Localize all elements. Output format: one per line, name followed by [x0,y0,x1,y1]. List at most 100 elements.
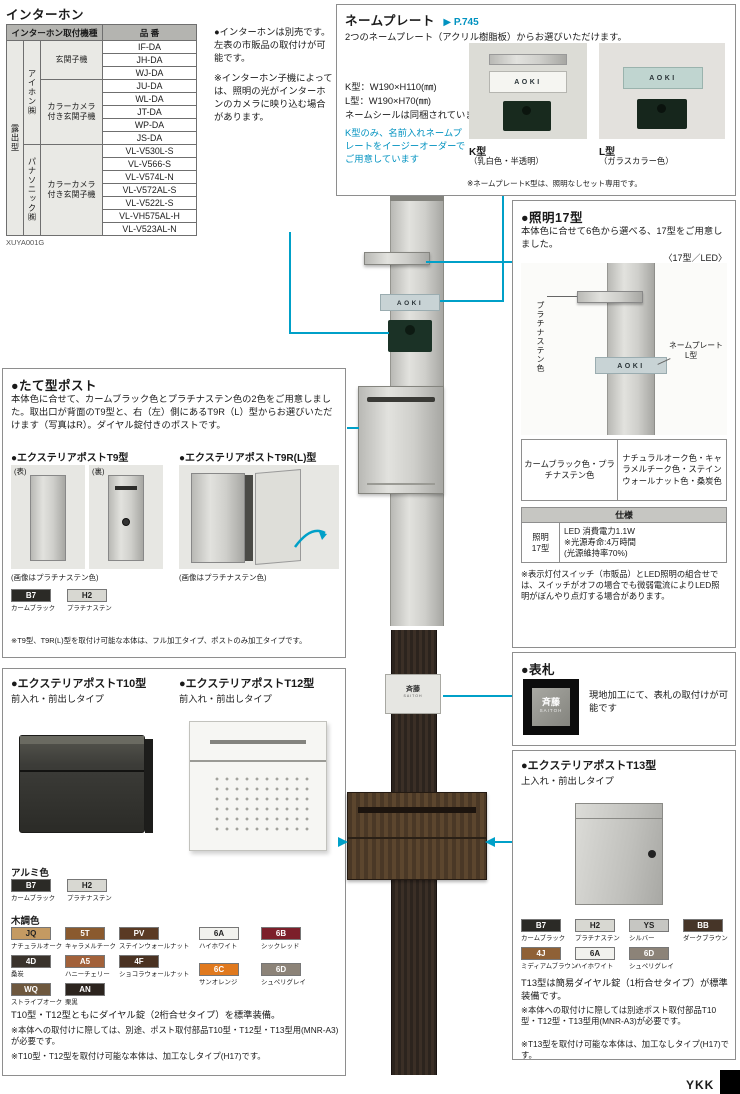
type-cell-door: 玄関子機 [40,40,103,80]
color-code: AN [65,983,105,996]
t10-subtitle: 前入れ・前出しタイプ [11,694,104,704]
color-code: B7 [11,589,51,602]
intercom-unit [503,101,551,131]
connector-arrow-right-icon [338,837,348,847]
model-cell: VL-V530L-S [102,144,197,158]
model-cell: JT-DA [102,105,197,119]
color-chip: H2 プラチナステン [67,879,121,902]
pillar [607,263,655,435]
t13-note-1: ※本体への取付けに際しては別途ポスト取付部品T10型・T12型・T13型用(MN… [521,1005,717,1027]
l-type-sublabel: （ガラスカラー色） [599,156,674,166]
model-cell: VL-V523AL-N [102,222,197,236]
mail-slot [115,486,137,490]
color-chip: AN 栗黒 [65,983,119,1006]
color-label: カームブラック [11,605,56,612]
spec-line: ※光源寿命:4万時間 [564,537,636,548]
t9r-photo [179,465,339,569]
lighting-color-table: カームブラック色・プラチナステン色 ナチュラルオーク色・キャラメルチーク色・ステ… [521,439,727,501]
color-code: PV [119,927,159,940]
t10-note-1: ※本体への取付けに際しては、別途、ポスト取付部品T10型・T12型・T13型用(… [11,1025,339,1047]
lid-top [20,736,144,744]
nameplate-size-l: L型：W190×H70(㎜) [345,96,432,106]
connector-line-hyosatsu [443,695,512,697]
t10-side-face [145,739,153,833]
mail-slot [210,740,306,744]
color-label: ナチュラルオーク [11,943,63,950]
t13-lock-note: T13型は簡易ダイヤル錠（1桁合せタイプ）が標準装備です。 [521,978,728,1002]
type-cell-camera: カラーカメラ付き玄関子機 [40,144,103,236]
intercom-header-model: インターホン取付機種 [6,24,103,41]
color-chip: 4J ミディアムブラウン [521,947,577,970]
k-type-label: K型 [469,147,487,158]
color-label: ショコラウォールナット [119,971,190,978]
color-code: 6A [199,927,239,940]
lighting-section: ●照明17型 本体色に合せて6色から選べる、17型をご用意しました。 〈17型／… [512,200,736,648]
color-code: JQ [11,927,51,940]
color-code: H2 [67,879,107,892]
color-code: 6D [629,947,669,960]
color-label: ハニーチェリー [65,971,110,978]
k-type-sublabel: （乳白色・半透明） [469,156,544,166]
model-cell: WP-DA [102,118,197,132]
lighting-variant-label: 〈17型／LED〉 [663,253,727,263]
connector-line-t13 [495,841,512,843]
spec-row-value: LED 消費電力1.1W ※光源寿命:4万時間 (光源維持率70%) [560,523,726,562]
mail-slot [358,807,476,813]
model-cell: JH-DA [102,53,197,67]
pillar-post-module [358,386,444,494]
color-label: ダークブラウン [683,935,728,942]
lid-seam [20,770,144,772]
hyosatsu-name: 斉藤 [406,686,420,693]
t10-note-2: ※T10型・T12型を取付け可能な本体は、加工なしタイプ(H17)です。 [11,1051,266,1061]
color-group-wood: ナチュラルオーク色・キャラメルチーク色・ステインウォールナット色・桑炭色 [622,453,722,486]
callout-platinum-stain: プラチナステン色 [536,301,545,373]
alumi-color-label: アルミ色 [11,868,49,879]
lid-seam [576,818,662,819]
model-cell: VL-V566-S [102,157,197,171]
color-code: 6B [261,927,301,940]
page-ref-link[interactable]: ▶ P.745 [443,17,479,28]
intercom-unit [637,99,687,129]
color-chip: 6B シックレッド [261,927,315,950]
callout-nameplate-l: ネームプレート L型 [669,341,723,360]
connector-line-intercom [289,232,291,334]
t10-title: ●エクステリアポストT10型 [11,678,147,690]
callout-line [547,296,577,297]
l-type-label: L型 [599,147,616,158]
connector-line-vertical-post [347,427,359,429]
t13-photo [553,795,683,913]
color-chip: YS シルバー [629,919,683,942]
color-label: プラチナステン [67,895,112,902]
front-label: (表) [14,467,27,476]
light-bar [489,54,567,65]
t9-back-photo: (裏) [89,465,163,569]
color-chip: 6A ハイホワイト [199,927,253,950]
color-code: A5 [65,955,105,968]
connector-line-nameplate [502,196,504,302]
model-cell: VL-V572AL-S [102,183,197,197]
pillar-wood-post-module [347,792,487,880]
nameplate-section: ネームプレート ▶ P.745 2つのネームプレート（アクリル樹脂板）からお選び… [336,4,736,196]
model-cell: VL-V522L-S [102,196,197,210]
module-seam [367,483,435,485]
color-chip: 5T キャラメルチーク [65,927,119,950]
l-nameplate-sample: AOKI [623,67,703,89]
color-code: BB [683,919,723,932]
intercom-title: インターホン [6,8,85,22]
color-label: 栗黒 [65,999,78,1006]
spec-line: LED 消費電力1.1W [564,526,635,536]
color-chip: A5 ハニーチェリー [65,955,119,978]
t9r-title: ●エクステリアポストT9R(L)型 [179,453,317,464]
intercom-note-2: ※インターホン子機によっては、照明の光がインターホンのカメラに映り込む場合があり… [214,73,333,123]
hyosatsu-plate: 斉藤 SAITOH [532,688,570,726]
hyosatsu-name: 斉藤 [541,697,560,707]
intercom-note-1: ●インターホンは別売です。左表の市販品の取付けが可能です。 [214,27,331,64]
model-cell: JU-DA [102,79,197,93]
color-label: ストライプオーク [11,999,63,1006]
color-code: 4J [521,947,561,960]
t9r-opening [245,475,253,561]
color-label: ステインウォールナット [119,943,190,950]
pillar-photo-silver: AOKI [350,196,510,626]
color-label: シュペリグレイ [261,979,306,986]
lighting-photo: AOKI プラチナステン色 ネームプレート L型 [521,263,727,435]
